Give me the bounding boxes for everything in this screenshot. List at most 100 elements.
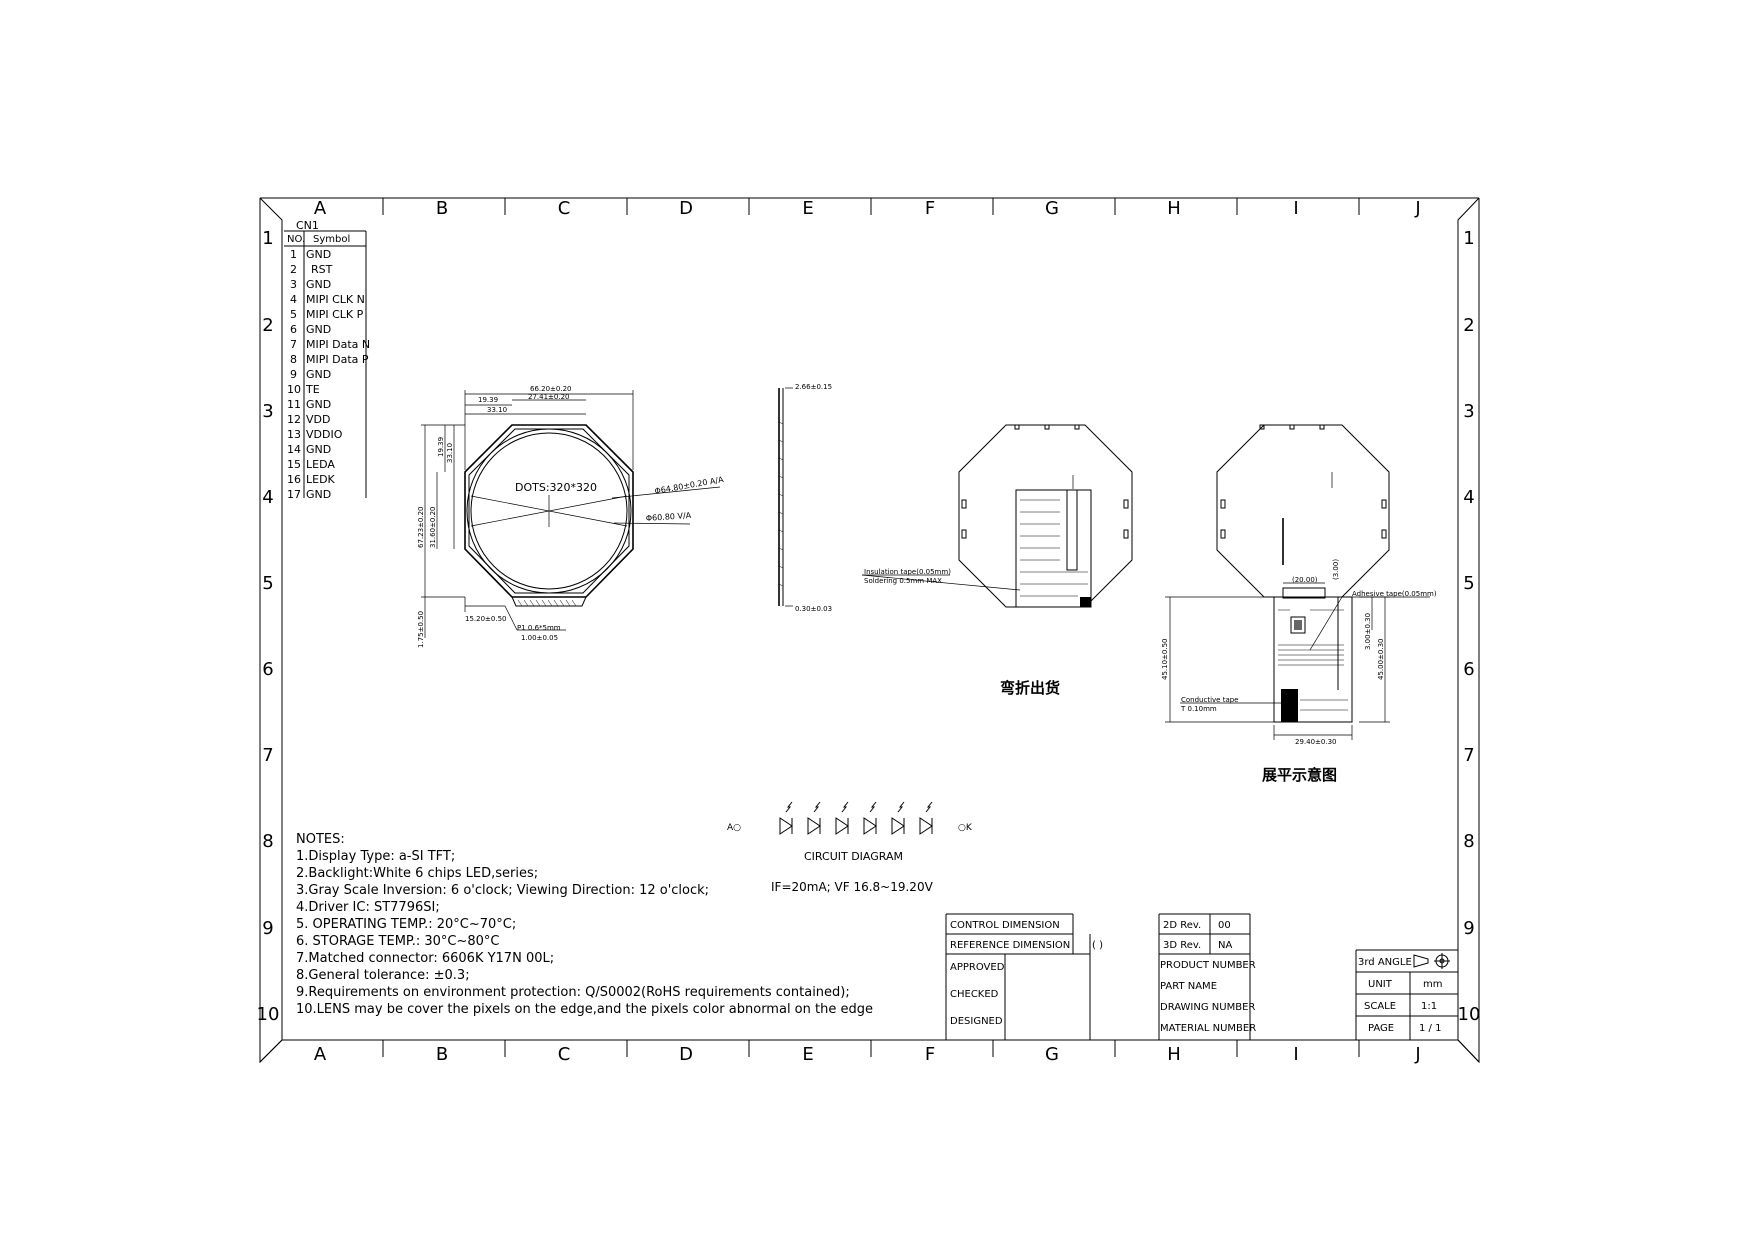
pin-tolerance: 1.00±0.05 (521, 634, 558, 642)
dim-vert-a: 19.39 (437, 437, 445, 457)
row-label-2-right: 2 (1463, 315, 1474, 336)
dim-chamfer-b: 33.10 (487, 406, 507, 414)
angle-label: 3rd ANGLE (1358, 957, 1412, 968)
col-label-c-bottom: C (558, 1044, 571, 1065)
flat-dim-right-b: 45.00±0.30 (1377, 639, 1385, 681)
row-label-6: 6 (262, 659, 273, 680)
note-item: 3.Gray Scale Inversion: 6 o'clock; Viewi… (296, 883, 709, 898)
row-label-7: 7 (262, 745, 273, 766)
flat-dim-right-a: 3.00±0.30 (1364, 613, 1372, 650)
viewing-area-circle (470, 432, 628, 590)
col-label-b-bottom: B (436, 1044, 448, 1065)
pin-no: 4 (290, 293, 297, 306)
soldering-callout: Soldering 0.5mm MAX (864, 577, 942, 585)
pin-no: 12 (287, 413, 301, 426)
pin-no: 13 (287, 428, 301, 441)
conductive-callout: Conductive tape (1181, 696, 1238, 704)
rev3d-value: NA (1218, 940, 1232, 951)
led-diode-row (779, 801, 933, 835)
dim-height: 67.23±0.20 (417, 507, 425, 549)
row-label-9-right: 9 (1463, 918, 1474, 939)
bent-view: Insulation tape(0.05mm) Soldering 0.5mm … (861, 424, 1133, 697)
col-label-f: F (925, 198, 935, 219)
col-label-f-bottom: F (925, 1044, 935, 1065)
pin-symbol: MIPI Data P (306, 353, 369, 366)
anode-label: A○ (727, 823, 741, 833)
note-item: 4.Driver IC: ST7796SI; (296, 900, 440, 915)
row-labels-left: 1 2 3 4 5 6 7 8 9 10 (257, 228, 280, 1025)
conductive-thickness: T 0.10mm (1180, 705, 1217, 713)
approved-label: APPROVED (950, 962, 1005, 973)
scale-label: SCALE (1364, 1001, 1396, 1012)
col-label-i: I (1293, 198, 1298, 219)
column-labels-bottom: A B C D E F G H I J (314, 1044, 1421, 1065)
circuit-diagram: A○ ○K CIRCUIT DIAGRAM IF=20mA; VF 16.8~1… (727, 801, 973, 894)
pin-symbol: GND (306, 323, 331, 336)
row-label-1: 1 (262, 228, 273, 249)
row-label-4: 4 (262, 487, 273, 508)
notes-block: NOTES: 1.Display Type: a-SI TFT; 2.Backl… (296, 832, 873, 1017)
rev2d-label: 2D Rev. (1163, 920, 1201, 931)
control-dimension-label: CONTROL DIMENSION (950, 920, 1060, 931)
pin-symbol: TE (305, 383, 320, 396)
cathode-label: ○K (958, 823, 973, 833)
flat-caption: 展平示意图 (1262, 766, 1337, 784)
note-item: 10.LENS may be cover the pixels on the e… (296, 1002, 873, 1017)
pin-header-symbol: Symbol (313, 234, 350, 245)
adhesive-callout: Adhesive tape(0.05mm) (1352, 590, 1437, 598)
circuit-title: CIRCUIT DIAGRAM (804, 850, 903, 863)
col-label-j: J (1414, 198, 1420, 219)
row-label-10-right: 10 (1458, 1004, 1481, 1025)
pin-symbol: MIPI CLK P (306, 308, 364, 321)
column-labels-top: A B C D E F G H I J (314, 198, 1421, 219)
bent-octagon (958, 424, 1133, 608)
aa-dim: Φ64.80±0.20 A/A (654, 475, 725, 496)
dim-tail: 1.75±0.50 (417, 611, 425, 648)
title-block: CONTROL DIMENSION REFERENCE DIMENSION ( … (945, 913, 1458, 1040)
row-label-5-right: 5 (1463, 573, 1474, 594)
flat-dim-top: (20.00) (1292, 576, 1318, 584)
va-dim: Φ60.80 V/A (646, 511, 692, 523)
row-label-3: 3 (262, 401, 273, 422)
pin-no: 16 (287, 473, 301, 486)
conductive-tape-block (1281, 689, 1298, 722)
bent-caption: 弯折出货 (1000, 679, 1060, 697)
row-label-10: 10 (257, 1004, 280, 1025)
flat-dim-small: (3.00) (1332, 559, 1340, 580)
col-label-i-bottom: I (1293, 1044, 1298, 1065)
pin-no: 8 (290, 353, 297, 366)
pin-symbol: GND (306, 368, 331, 381)
row-label-3-right: 3 (1463, 401, 1474, 422)
pin-header-no: NO. (287, 234, 305, 245)
pin-symbol: GND (306, 443, 331, 456)
row-label-8: 8 (262, 831, 273, 852)
reference-symbol: ( ) (1092, 940, 1103, 951)
octagon-inner (468, 428, 630, 594)
side-fpc-thickness: 0.30±0.03 (795, 605, 832, 613)
bent-stiffener (1080, 597, 1091, 607)
col-label-j-bottom: J (1414, 1044, 1420, 1065)
bent-fpc (1015, 489, 1092, 608)
part-name-label: PART NAME (1160, 981, 1217, 992)
row-label-8-right: 8 (1463, 831, 1474, 852)
scale-value: 1:1 (1421, 1001, 1437, 1012)
col-label-c: C (558, 198, 571, 219)
pin-note: P1 0.6*5mm (517, 624, 561, 632)
col-label-e-bottom: E (802, 1044, 813, 1065)
material-number-label: MATERIAL NUMBER (1160, 1023, 1256, 1034)
circuit-spec: IF=20mA; VF 16.8~19.20V (771, 880, 934, 894)
col-label-d-bottom: D (679, 1044, 693, 1065)
dim-total-width: 66.20±0.20 (530, 385, 572, 393)
dim-fpc-offset: 15.20±0.50 (465, 615, 507, 623)
col-label-a: A (314, 198, 327, 219)
dim-inner-width: 27.41±0.20 (528, 393, 570, 401)
pin-symbol: LEDA (306, 458, 335, 471)
pin-no: 9 (290, 368, 297, 381)
row-label-6-right: 6 (1463, 659, 1474, 680)
flat-dim-left: 45.10±0.50 (1161, 639, 1169, 681)
pin-no: 6 (290, 323, 297, 336)
pin-symbol: GND (306, 488, 331, 501)
flat-fpc (1273, 596, 1353, 723)
pin-no: 3 (290, 278, 297, 291)
